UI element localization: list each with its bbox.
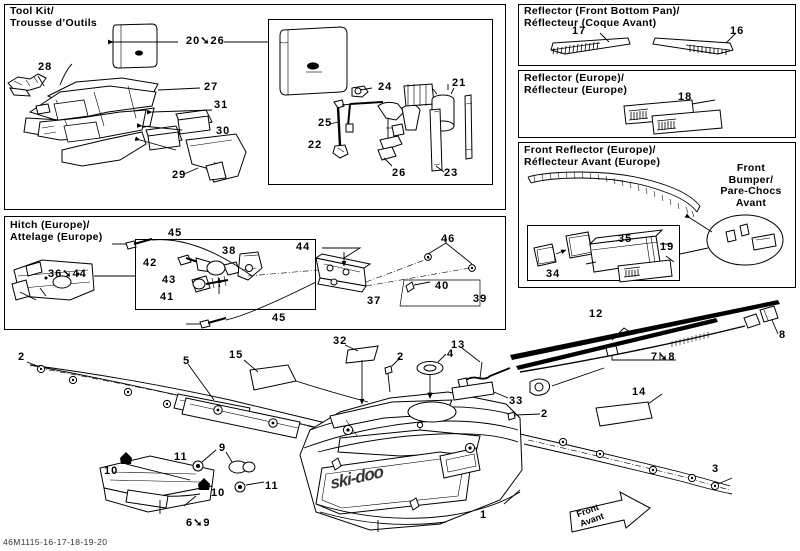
callout-main-8: 8 [779, 329, 787, 341]
callout-main-33: 33 [509, 395, 524, 407]
callout-main-6-9: 6➘9 [186, 517, 211, 529]
callout-main-1: 1 [480, 509, 488, 521]
callout-35: 35 [618, 233, 633, 245]
callout-36-44: 36➘44 [48, 268, 87, 280]
callout-18: 18 [678, 91, 693, 103]
callout-main-4: 4 [447, 348, 455, 360]
callout-21: 21 [452, 77, 467, 89]
callout-17: 17 [572, 25, 587, 37]
callout-22: 22 [308, 139, 323, 151]
callout-31: 31 [214, 99, 229, 111]
callout-26: 26 [392, 167, 407, 179]
front-avant-label: Front Avant [575, 501, 606, 529]
callout-27: 27 [204, 81, 219, 93]
callout-45-bottom: 45 [272, 312, 287, 324]
front-bumper-label: Front Bumper/ Pare-Chocs Avant [720, 162, 782, 209]
callout-28: 28 [38, 61, 53, 73]
callout-25: 25 [318, 117, 333, 129]
callout-main-5: 5 [183, 355, 191, 367]
callout-main-12: 12 [589, 308, 604, 320]
callout-20-26: 20➘26 [186, 35, 225, 47]
callout-16: 16 [730, 25, 745, 37]
callout-main-3: 3 [712, 463, 720, 475]
panel-title-reflector-front-bottom-pan: Reflector (Front Bottom Pan)/ Réflecteur… [524, 5, 680, 29]
main-diagram-art [26, 300, 780, 533]
callout-main-9: 9 [219, 442, 227, 454]
callout-34: 34 [546, 268, 561, 280]
callout-main-13: 13 [451, 339, 466, 351]
callout-46: 46 [441, 233, 456, 245]
callout-main-10-left: 10 [104, 465, 119, 477]
panel-title-hitch-europe: Hitch (Europe)/ Attelage (Europe) [10, 219, 103, 243]
callout-main-10-right: 10 [211, 487, 226, 499]
callout-main-2-upper-right: 2 [397, 351, 405, 363]
callout-29: 29 [172, 169, 187, 181]
callout-39: 39 [473, 293, 488, 305]
callout-38: 38 [222, 245, 237, 257]
callout-main-14: 14 [632, 386, 647, 398]
callout-main-32: 32 [333, 335, 348, 347]
callout-23: 23 [444, 167, 459, 179]
callout-24: 24 [378, 81, 393, 93]
brand-logo: ski-doo [329, 462, 384, 493]
callout-37: 37 [367, 295, 382, 307]
panel-title-tool-kit: Tool Kit/ Trousse d’Outils [10, 5, 98, 29]
callout-19: 19 [660, 241, 675, 253]
callout-40: 40 [435, 280, 450, 292]
callout-main-15: 15 [229, 349, 244, 361]
callout-main-11-left: 11 [174, 451, 188, 463]
panel-title-reflector-europe: Reflector (Europe)/ Réflecteur (Europe) [524, 72, 628, 96]
panel-tool-kit-detail [268, 19, 493, 185]
callout-main-7-8: 7➘8 [651, 351, 676, 363]
callout-30: 30 [216, 125, 231, 137]
callout-main-11-right: 11 [265, 480, 279, 492]
diagram-reference-code: 46M1115-16-17-18-19-20 [3, 537, 108, 547]
callout-45-top: 45 [168, 227, 183, 239]
callout-42: 42 [143, 257, 158, 269]
callout-main-2-left: 2 [18, 351, 26, 363]
callout-main-2-mid: 2 [541, 408, 549, 420]
panel-reflector-front-bottom-pan [518, 4, 796, 66]
callout-41: 41 [160, 291, 175, 303]
callout-43: 43 [162, 274, 177, 286]
callout-44: 44 [296, 241, 311, 253]
panel-title-front-reflector-europe: Front Reflector (Europe)/ Réflecteur Ava… [524, 144, 661, 168]
